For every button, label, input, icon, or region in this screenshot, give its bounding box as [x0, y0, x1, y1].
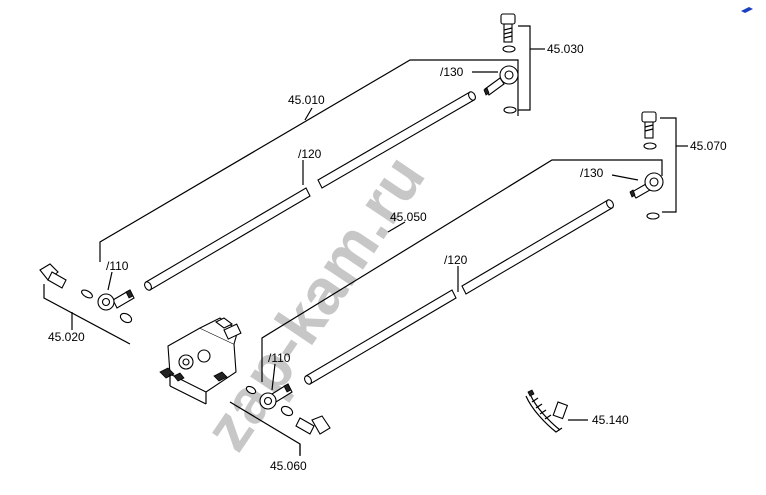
bracket-45070 [660, 117, 677, 213]
label-120-upper: /120 [298, 147, 322, 161]
banjo-bolt-45070 [641, 111, 660, 220]
watermark-text: zap-kam.ru [190, 142, 439, 462]
label-110-upper: /110 [106, 259, 129, 273]
label-45060: 45.060 [270, 459, 307, 473]
label-45140: 45.140 [592, 413, 629, 427]
label-45050: 45.050 [390, 210, 427, 224]
banjo-fitting-110-upper [97, 289, 135, 311]
bracket-45050 [261, 159, 663, 382]
banjo-fitting-130-upper [483, 65, 519, 96]
sensor-cable-45140 [525, 389, 569, 433]
leader-45050 [387, 221, 406, 233]
label-45020: 45.020 [48, 330, 85, 344]
tube-lower-left [304, 289, 457, 385]
corner-mark [741, 7, 753, 13]
leader-45010 [304, 107, 313, 121]
upper-tube-assembly [39, 13, 545, 345]
banjo-bolt-45030 [500, 13, 517, 114]
bracket-45030 [518, 25, 531, 111]
label-120-lower: /120 [444, 253, 468, 267]
watermark: zap-kam.ru [190, 142, 439, 462]
label-130-lower: /130 [580, 166, 604, 180]
valve-block [159, 317, 242, 405]
bracket-45010 [99, 59, 519, 262]
bracket-45020 [43, 284, 131, 345]
leader-130b [611, 174, 639, 181]
tube-upper-right [317, 91, 476, 189]
label-130-upper: /130 [440, 65, 464, 79]
label-45010: 45.010 [288, 93, 325, 107]
banjo-fitting-110-lower [245, 383, 293, 410]
tube-lower-right [461, 199, 614, 295]
leader-110a [107, 271, 113, 291]
lower-tube-assembly [229, 111, 688, 456]
leader-110b [271, 363, 276, 391]
label-45030: 45.030 [547, 42, 584, 56]
label-45070: 45.070 [690, 139, 727, 153]
banjo-bolt-45020 [39, 263, 133, 324]
tube-upper-left [144, 187, 311, 291]
label-110-lower: /110 [268, 351, 291, 365]
banjo-fitting-130-lower [629, 172, 664, 199]
banjo-bolt-45060 [280, 405, 331, 435]
